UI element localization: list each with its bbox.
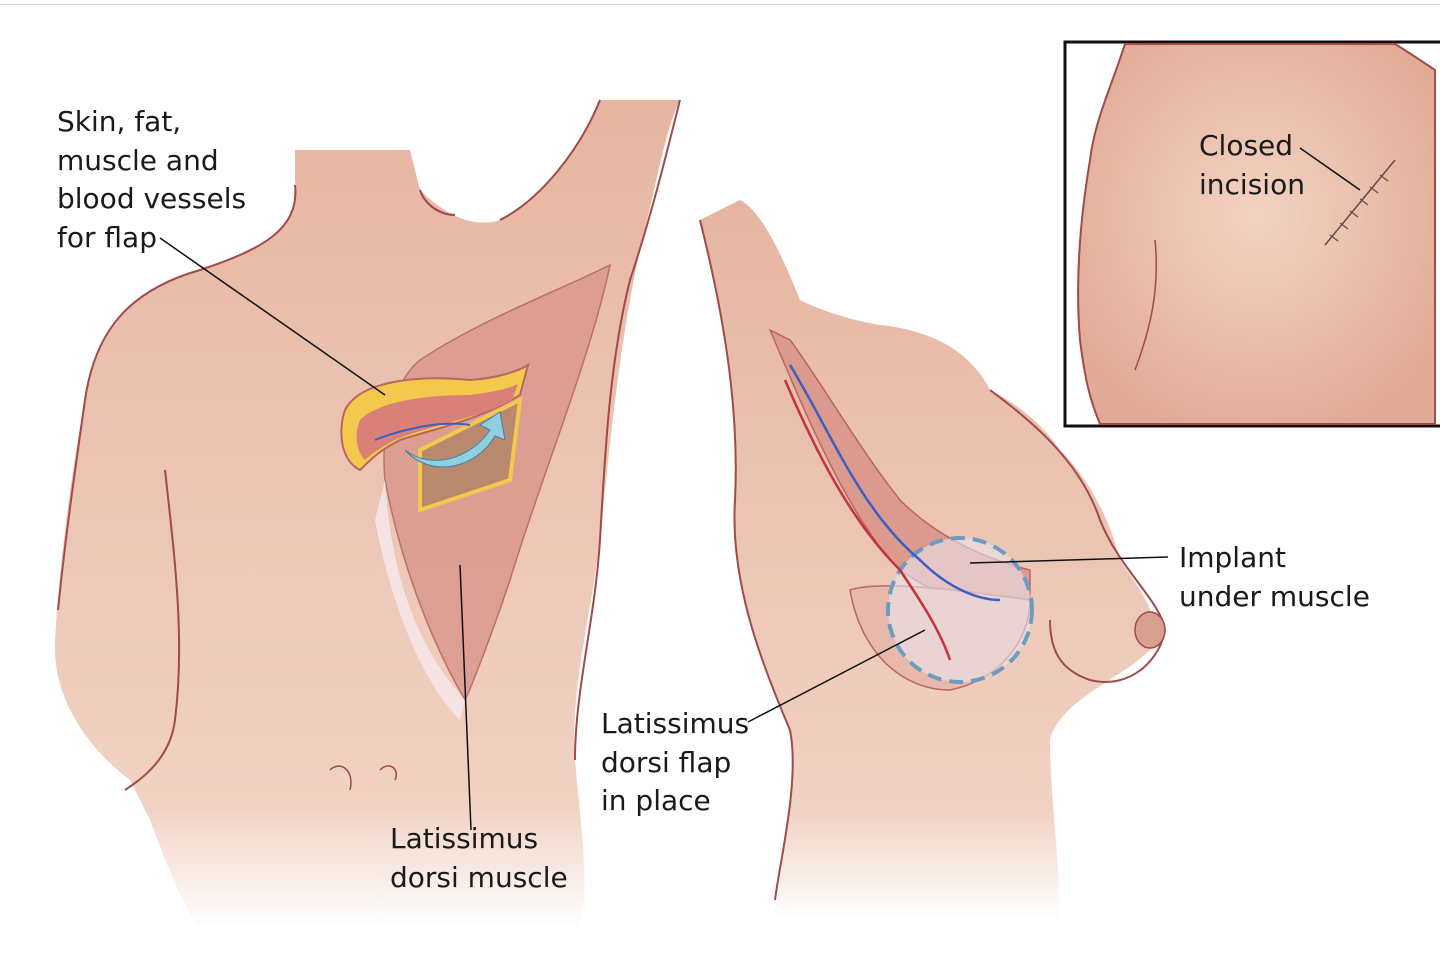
label-closed-incision: Closed incision [1199,129,1305,201]
label-flap-tissue: Skin, fat, muscle and blood vessels for … [57,105,247,254]
label-implant: Implant under muscle [1179,541,1370,613]
back-view-figure [54,99,681,930]
inset-closed-incision [1063,40,1440,428]
label-flap-in-place: Latissimus dorsi flap in place [601,707,750,817]
top-divider [0,4,1440,5]
leader-lines [159,147,1361,831]
label-latissimus-dorsi-muscle: Latissimus dorsi muscle [390,822,568,894]
front-view-figure [699,200,1167,920]
